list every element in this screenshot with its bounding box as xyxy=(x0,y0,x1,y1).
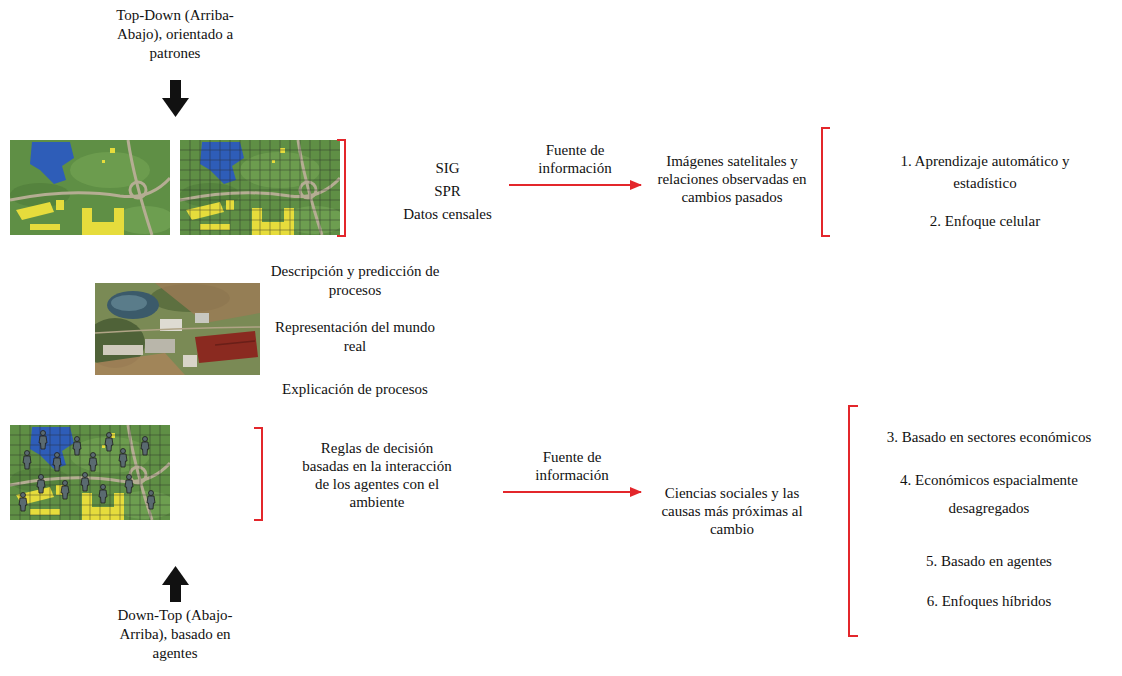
annotation-text: 6. Enfoques híbridos xyxy=(860,592,1118,611)
flow-arrow xyxy=(503,491,641,493)
text-node: Imágenes satelitales y relaciones observ… xyxy=(645,150,819,208)
text-node: Ciencias sociales y las causas más próxi… xyxy=(645,482,819,540)
node-text: Datos censales xyxy=(400,203,495,226)
annotation-text: Representación del mundo real xyxy=(265,318,445,356)
text-node: Reglas de decisión basadas en la interac… xyxy=(296,437,501,513)
text-node: SIGSPRDatos censales xyxy=(398,155,507,228)
annotation-text: 1. Aprendizaje automático y estadístico xyxy=(870,150,1100,194)
node-text: SPR xyxy=(400,180,495,203)
bracket xyxy=(254,128,858,636)
cell-grid xyxy=(180,140,340,235)
annotation-text: Down-Top (Abajo-Arriba), basado en agent… xyxy=(100,606,250,663)
annotation-text: 2. Enfoque celular xyxy=(870,212,1100,231)
agent-icons xyxy=(19,431,155,512)
satellite-image xyxy=(10,140,175,235)
node-text: Ciencias sociales y las causas más próxi… xyxy=(647,484,817,538)
annotation-text: Top-Down (Arriba-Abajo), orientado a pat… xyxy=(100,6,250,63)
annotation-text: 3. Basado en sectores económicos xyxy=(860,428,1118,447)
flow-arrow xyxy=(509,184,641,186)
annotation-text: 5. Basado en agentes xyxy=(860,552,1118,571)
annotation-text: Explicación de procesos xyxy=(265,380,445,399)
cell-grid xyxy=(10,425,170,520)
annotation-text: Descripción y predicción de procesos xyxy=(265,262,445,300)
node-text: Reglas de decisión basadas en la interac… xyxy=(298,439,456,511)
aerial-photo xyxy=(85,283,260,375)
satellite-image xyxy=(10,425,175,520)
edge-label: Fuente de información xyxy=(532,141,618,177)
node-text: SIG xyxy=(400,157,495,180)
annotation-text: 4. Económicos espacialmente desagregados xyxy=(879,466,1099,522)
edge-label: Fuente de información xyxy=(529,448,615,484)
node-text: Imágenes satelitales y relaciones observ… xyxy=(647,152,817,206)
satellite-image xyxy=(180,140,345,235)
direction-arrow xyxy=(162,80,189,602)
